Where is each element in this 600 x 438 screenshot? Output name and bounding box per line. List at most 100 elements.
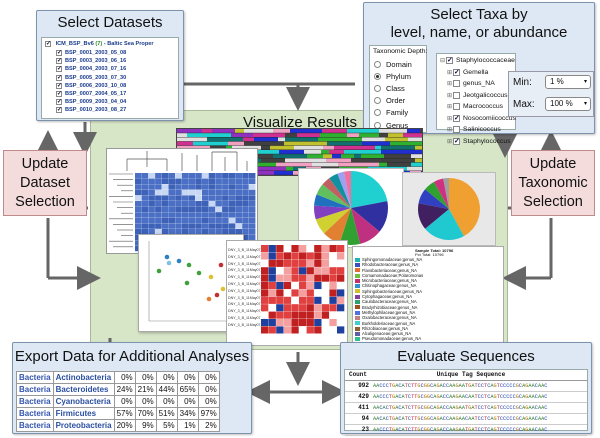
dataset-checkbox[interactable]: ✓: [56, 107, 63, 114]
heatmap-cell: [299, 296, 307, 304]
taxa-tree-item[interactable]: ⊟✓Staphylococcaceae: [440, 55, 516, 67]
stacked-bar-segment: [411, 162, 443, 167]
heatmap-cell: [242, 212, 249, 218]
taxa-checkbox[interactable]: ✓: [453, 114, 460, 122]
min-select[interactable]: 1 % ▾: [545, 75, 591, 89]
dataset-item[interactable]: ✓BSP_0010_2003_08_27: [56, 106, 126, 114]
heatmap-cell: [168, 206, 175, 212]
heatmap-cell: [141, 195, 149, 201]
heatmap-cell: [299, 326, 307, 334]
depth-option-order[interactable]: Order: [374, 95, 413, 107]
dataset-item[interactable]: ✓BSP_0004_2003_07_16: [56, 65, 126, 73]
taxa-checkbox[interactable]: [453, 126, 460, 134]
table-row: Pseudomonadaceae;genus_NA: [355, 336, 423, 341]
heatmap-cell: [261, 326, 269, 334]
heatmap-cell: [195, 178, 202, 184]
scatter-point: [166, 260, 172, 266]
taxa-checkbox[interactable]: ✓: [453, 137, 460, 145]
stacked-bar-segment: [326, 158, 351, 163]
heatmap-cell: [306, 289, 314, 297]
expand-toggle-icon[interactable]: ⊞: [447, 81, 453, 88]
sequence-count: 429: [358, 393, 369, 400]
taxa-tree-item[interactable]: ⊞✓Nosocomiicoccus: [440, 113, 516, 125]
dataset-item[interactable]: ✓BSP_0006_2003_10_08: [56, 82, 126, 90]
taxa-tree-item[interactable]: ⊞Macrococcus: [440, 101, 516, 113]
taxa-tree-item[interactable]: ⊞✓Staphylococcus: [440, 136, 516, 148]
dataset-checkbox[interactable]: ✓: [56, 50, 63, 56]
heatmap-cell: [299, 252, 307, 260]
taxa-checkbox[interactable]: [453, 91, 460, 99]
dataset-item[interactable]: ✓BSP_0007_2004_05_17: [56, 90, 126, 98]
expand-toggle-icon[interactable]: ⊞: [447, 138, 453, 145]
expand-toggle-icon[interactable]: ⊟: [440, 58, 446, 65]
taxa-checkbox[interactable]: ✓: [446, 57, 453, 65]
radio-button[interactable]: [374, 109, 381, 117]
heatmap-cell: [188, 229, 196, 235]
heatmap-cell: [188, 195, 196, 201]
depth-option-family[interactable]: Family: [374, 107, 413, 119]
taxa-checkbox[interactable]: [453, 103, 460, 111]
visualize-results-title: Visualize Results: [243, 114, 357, 131]
expand-toggle-icon[interactable]: ⊞: [447, 115, 453, 122]
dataset-root-checkbox[interactable]: ✓: [45, 41, 52, 47]
heatmap-cell: [299, 289, 307, 297]
radio-button[interactable]: [374, 72, 381, 80]
heatmap-cell: [135, 212, 142, 218]
heatmap-cell: [148, 212, 155, 218]
dataset-checkbox[interactable]: ✓: [56, 99, 63, 106]
depth-option-domain[interactable]: Domain: [374, 58, 413, 70]
table-row: Methylophilaceae;genus_NA: [355, 310, 423, 315]
depth-option-phylum[interactable]: Phylum: [374, 70, 413, 82]
taxa-tree-item[interactable]: ⊞Salinicoccus: [440, 124, 516, 136]
legend-swatch: [355, 321, 360, 326]
dataset-item-label: BSP_0006_2003_10_08: [65, 82, 127, 89]
heatmap-cell: [228, 217, 236, 224]
expand-toggle-icon[interactable]: ⊞: [447, 92, 453, 99]
dataset-item[interactable]: ✓BSP_0003_2003_06_16: [56, 57, 126, 65]
heatmap-cell: [222, 212, 229, 218]
expand-toggle-icon[interactable]: ⊞: [447, 104, 453, 111]
max-select[interactable]: 100 % ▾: [545, 97, 591, 111]
taxa-checkbox[interactable]: ✓: [453, 68, 460, 76]
heatmap-cell: [181, 184, 189, 190]
taxa-tree-item[interactable]: ⊞Jeotgalicoccus: [440, 90, 516, 102]
heatmap-cell: [235, 229, 242, 235]
depth-option-class[interactable]: Class: [374, 82, 413, 94]
heatmap-cell: [314, 311, 322, 319]
dataset-item[interactable]: ✓BSP_0009_2003_04_04: [56, 98, 126, 106]
expand-toggle-icon[interactable]: ⊞: [447, 69, 453, 76]
dataset-checkbox[interactable]: ✓: [56, 66, 63, 73]
radio-button[interactable]: [374, 60, 381, 68]
heatmap-cell: [228, 201, 236, 207]
dataset-item[interactable]: ✓BSP_0005_2003_07_30: [56, 74, 126, 82]
taxa-tree-item[interactable]: ⊞genus_NA: [440, 78, 516, 90]
heatmap-cell: [181, 173, 189, 179]
radio-button[interactable]: [374, 97, 381, 105]
dataset-checkbox[interactable]: ✓: [56, 91, 63, 98]
dataset-checkbox[interactable]: ✓: [56, 58, 63, 65]
dataset-checkbox[interactable]: ✓: [56, 82, 63, 89]
taxa-checkbox[interactable]: [453, 80, 460, 88]
heatmap-cell: [337, 245, 345, 253]
stacked-bar-segment: [329, 150, 344, 154]
heatmap-cell: [235, 212, 242, 218]
radio-button[interactable]: [374, 84, 381, 92]
heatmap-cell: [208, 229, 216, 235]
table-row: Bradyrhizobiaceae;genus_NA: [355, 305, 423, 310]
dataset-checkbox[interactable]: ✓: [56, 74, 63, 81]
heatmap-cell: [222, 223, 229, 229]
taxa-tree-item[interactable]: ⊞✓Gemella: [440, 67, 516, 79]
expand-toggle-icon[interactable]: ⊞: [447, 127, 453, 134]
value-cell: 0%: [134, 371, 157, 384]
heatmap-cell: [181, 223, 189, 229]
heatmap-cell: [337, 282, 345, 290]
scatter-point: [186, 262, 192, 268]
stacked-bar-segment: [321, 150, 329, 154]
dataset-root-row[interactable]: ✓ ICM_BSP_Bv6 (7) - Baltic Sea Proper: [45, 40, 154, 48]
dataset-item[interactable]: ✓BSP_0001_2003_05_08: [56, 49, 126, 57]
heatmap-cell: [235, 206, 242, 212]
heatmap-cell: [306, 245, 314, 253]
